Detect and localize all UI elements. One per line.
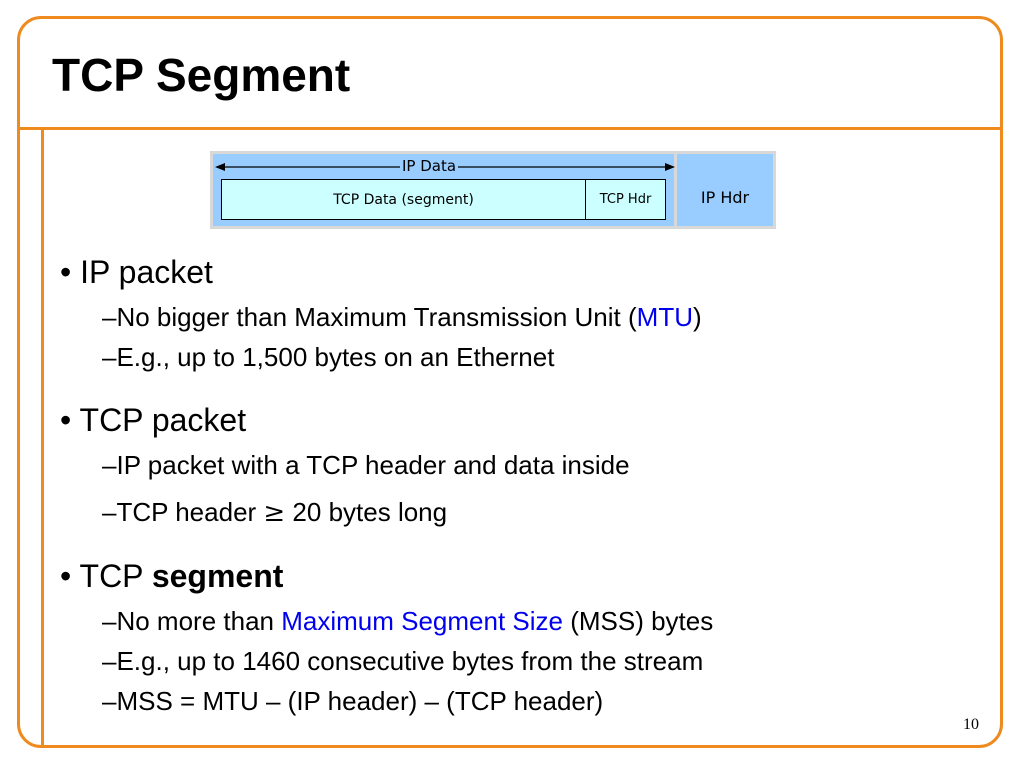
bullet-marker: • bbox=[60, 254, 72, 290]
sub-bullet-text: No more than bbox=[116, 606, 282, 636]
bullet-text: TCP bbox=[79, 558, 152, 594]
segment-term: segment bbox=[151, 558, 284, 594]
sub-bullet-text-end: 20 bytes long bbox=[285, 497, 448, 527]
tcp-header-box: TCP Hdr bbox=[585, 179, 666, 220]
sub-bullet-text: TCP header bbox=[116, 497, 264, 527]
tcp-data-box: TCP Data (segment) bbox=[221, 179, 586, 220]
page-number: 10 bbox=[963, 716, 979, 733]
sub-bullet-marker: – bbox=[102, 606, 117, 636]
greater-equal-symbol: ≥ bbox=[263, 498, 286, 528]
bullet-text: IP packet bbox=[80, 254, 213, 290]
sub-bullet-marker: – bbox=[102, 342, 117, 372]
tcp-data-label: TCP Data (segment) bbox=[333, 191, 474, 208]
sub-bullet-marker: – bbox=[102, 302, 117, 332]
ip-header-area: IP Hdr bbox=[677, 154, 773, 226]
sub-bullet-text: No bigger than Maximum Transmission Unit… bbox=[116, 302, 637, 332]
sub-bullet-text-end: (MSS) bytes bbox=[562, 606, 714, 636]
sub-bullet-marker: – bbox=[102, 686, 117, 716]
sub-bullet-ethernet: –E.g., up to 1,500 bytes on an Ethernet bbox=[102, 342, 554, 373]
sub-bullet-text: MSS = MTU – (IP header) – (TCP header) bbox=[116, 686, 604, 716]
sub-bullet-mss: –No more than Maximum Segment Size (MSS)… bbox=[102, 606, 713, 637]
sub-bullet-text: E.g., up to 1,500 bytes on an Ethernet bbox=[116, 342, 555, 372]
sub-bullet-header-size: –TCP header ≥ 20 bytes long bbox=[102, 497, 447, 528]
sub-bullet-1460-bytes: –E.g., up to 1460 consecutive bytes from… bbox=[102, 646, 703, 677]
tcp-header-label: TCP Hdr bbox=[599, 192, 652, 207]
sub-bullet-header-and-data: –IP packet with a TCP header and data in… bbox=[102, 450, 630, 481]
title-divider bbox=[19, 127, 1003, 130]
mtu-term: MTU bbox=[636, 302, 693, 332]
side-divider bbox=[41, 127, 44, 745]
sub-bullet-text: IP packet with a TCP header and data ins… bbox=[116, 450, 630, 480]
sub-bullet-marker: – bbox=[102, 497, 117, 527]
bullet-ip-packet: • IP packet bbox=[60, 254, 213, 291]
mss-term: Maximum Segment Size bbox=[281, 606, 563, 636]
ip-data-label: IP Data bbox=[400, 157, 459, 175]
bullet-marker: • bbox=[60, 402, 72, 438]
bullet-tcp-packet: • TCP packet bbox=[60, 402, 246, 439]
sub-bullet-marker: – bbox=[102, 450, 117, 480]
ip-header-label: IP Hdr bbox=[700, 188, 750, 207]
bullet-tcp-segment: • TCP segment bbox=[60, 558, 283, 595]
sub-bullet-marker: – bbox=[102, 646, 117, 676]
sub-bullet-mtu: –No bigger than Maximum Transmission Uni… bbox=[102, 302, 702, 333]
slide-frame bbox=[17, 16, 1003, 748]
bullet-marker: • bbox=[60, 558, 72, 594]
sub-bullet-text-end: ) bbox=[692, 302, 702, 332]
sub-bullet-text: E.g., up to 1460 consecutive bytes from … bbox=[116, 646, 704, 676]
sub-bullet-mss-formula: –MSS = MTU – (IP header) – (TCP header) bbox=[102, 686, 603, 717]
slide-title: TCP Segment bbox=[52, 49, 351, 101]
bullet-text: TCP packet bbox=[79, 402, 247, 438]
